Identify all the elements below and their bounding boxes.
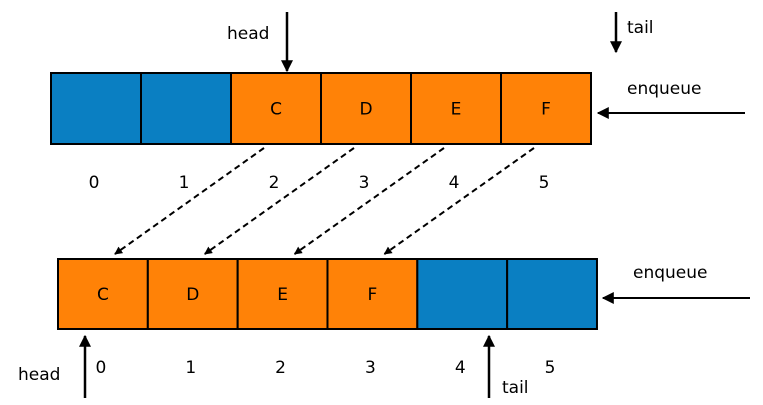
top-cell-label-4: E (451, 100, 462, 120)
bottom-queue: C D E F 0 1 2 3 4 5 enqueue head tail (18, 258, 750, 398)
bottom-tail-label: tail (502, 378, 529, 398)
top-index-1: 1 (179, 173, 190, 193)
top-cell-3 (320, 72, 412, 145)
bottom-cell-label-0: C (97, 285, 109, 305)
top-index-0: 0 (89, 173, 100, 193)
top-cell-label-2: C (270, 100, 282, 120)
top-cell-5 (500, 72, 592, 145)
top-tail-label: tail (627, 18, 654, 38)
bottom-enqueue-label: enqueue (633, 263, 708, 283)
top-cell-label-5: F (541, 100, 551, 120)
bottom-index-1: 1 (185, 358, 196, 378)
bottom-index-2: 2 (275, 358, 286, 378)
bottom-cell-label-2: E (277, 285, 288, 305)
top-head-label: head (227, 24, 269, 44)
shift-arrows (114, 147, 535, 255)
bottom-cell-5 (506, 258, 598, 330)
bottom-cell-1 (146, 258, 239, 330)
shift-arrow-4-to-2 (293, 147, 445, 255)
bottom-index-5: 5 (545, 358, 556, 378)
top-cell-1 (140, 72, 232, 145)
top-cell-4 (410, 72, 502, 145)
shift-arrow-5-to-3 (383, 147, 535, 255)
bottom-cell-label-1: D (186, 285, 199, 305)
bottom-index-4: 4 (455, 358, 466, 378)
top-enqueue-label: enqueue (627, 79, 702, 99)
top-cell-0 (50, 72, 142, 145)
top-cell-2 (230, 72, 322, 145)
top-cell-label-3: D (359, 100, 372, 120)
top-index-5: 5 (539, 173, 550, 193)
top-index-2: 2 (269, 173, 280, 193)
top-queue: C D E F 0 1 2 3 4 5 head tail enqueue (50, 12, 745, 193)
top-index-4: 4 (449, 173, 460, 193)
bottom-cell-label-3: F (368, 285, 378, 305)
shift-arrow-3-to-1 (204, 147, 355, 255)
bottom-cell-0 (57, 258, 149, 330)
bottom-cell-3 (326, 258, 419, 330)
bottom-index-0: 0 (96, 358, 107, 378)
top-index-3: 3 (359, 173, 370, 193)
shift-arrow-2-to-0 (114, 147, 265, 255)
bottom-cell-4 (416, 258, 509, 330)
bottom-head-label: head (18, 365, 60, 385)
bottom-index-3: 3 (365, 358, 376, 378)
